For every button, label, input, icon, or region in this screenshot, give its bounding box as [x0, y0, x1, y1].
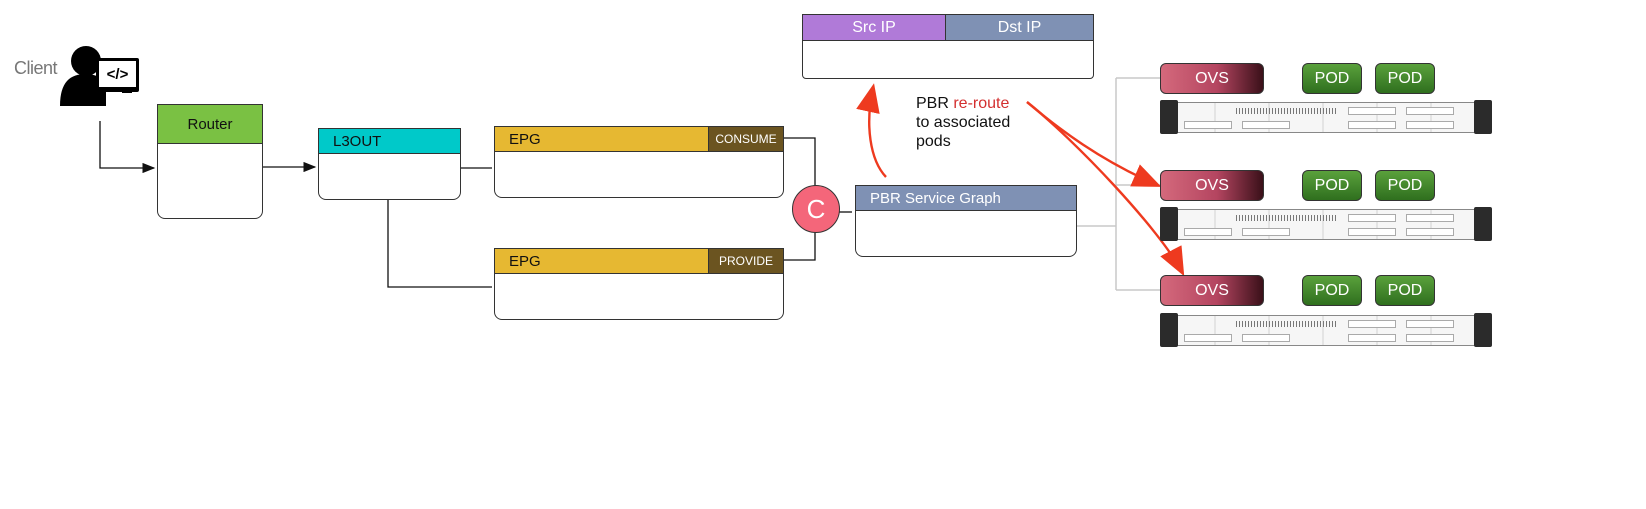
epg-consume-node[interactable]: EPG CONSUME	[494, 126, 784, 198]
packet-header-box: Src IP Dst IP	[802, 14, 1094, 79]
reroute-arrow-2	[1026, 101, 1185, 277]
epg-provide-label: EPG	[509, 252, 541, 270]
epg-provide-node[interactable]: EPG PROVIDE	[494, 248, 784, 320]
contract-node[interactable]: C	[792, 185, 840, 233]
pod-node[interactable]: POD	[1302, 275, 1362, 306]
server-chassis	[1160, 100, 1492, 134]
ovs-node[interactable]: OVS	[1160, 170, 1264, 201]
annotation-line2: to associated	[916, 114, 1011, 131]
l3out-node[interactable]: L3OUT	[318, 128, 461, 200]
l3out-epg-provide-connector	[387, 200, 492, 288]
epg-consume-label: EPG	[509, 130, 541, 148]
code-glyph: </>	[107, 66, 129, 83]
src-ip-field: Src IP	[803, 15, 946, 41]
ovs-node[interactable]: OVS	[1160, 275, 1264, 306]
service-graph-header: PBR Service Graph	[856, 186, 1076, 211]
dst-ip-field: Dst IP	[946, 15, 1093, 41]
client-router-connector	[99, 121, 156, 174]
reroute-annotation: PBR re-route to associated pods	[916, 94, 1036, 151]
developer-icon: </>	[60, 46, 139, 106]
annotation-highlight: re-route	[953, 95, 1010, 112]
consume-contract-connector	[782, 137, 816, 203]
provide-contract-connector	[782, 229, 816, 261]
annotation-prefix: PBR	[916, 95, 954, 112]
annotation-line3: pods	[916, 133, 951, 150]
ovs-node[interactable]: OVS	[1160, 63, 1264, 94]
epg-consume-header: EPG CONSUME	[495, 127, 783, 152]
router-label: Router	[187, 115, 233, 133]
service-graph-node[interactable]: PBR Service Graph	[855, 185, 1077, 257]
reroute-up-arrow	[856, 83, 887, 178]
l3out-header: L3OUT	[319, 129, 460, 154]
epg-provide-header: EPG PROVIDE	[495, 249, 783, 274]
router-node[interactable]: Router	[157, 104, 263, 219]
pod-node[interactable]: POD	[1375, 170, 1435, 201]
l3out-label: L3OUT	[333, 132, 382, 150]
provide-badge: PROVIDE	[708, 249, 783, 273]
server-chassis	[1160, 313, 1492, 347]
router-header: Router	[158, 105, 262, 144]
service-graph-label: PBR Service Graph	[870, 189, 1001, 207]
pod-node[interactable]: POD	[1302, 170, 1362, 201]
client-label: Client	[14, 58, 58, 78]
pod-node[interactable]: POD	[1375, 275, 1435, 306]
pod-node[interactable]: POD	[1375, 63, 1435, 94]
server-chassis	[1160, 207, 1492, 241]
graph-hosts-connector	[1072, 77, 1160, 291]
reroute-arrow-1	[1026, 101, 1162, 187]
pod-node[interactable]: POD	[1302, 63, 1362, 94]
consume-badge: CONSUME	[708, 127, 783, 151]
